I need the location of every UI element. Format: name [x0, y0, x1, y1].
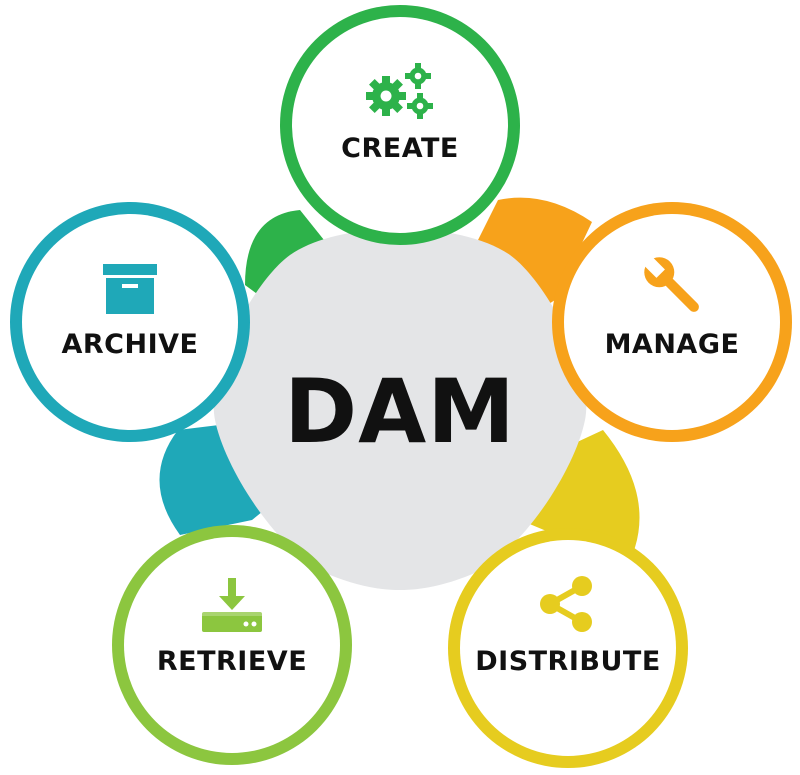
node-manage-face [564, 214, 780, 430]
node-archive: ARCHIVE [10, 202, 250, 442]
node-distribute: DISTRIBUTE [448, 528, 688, 768]
node-create-face [292, 17, 508, 233]
node-create: CREATE [280, 5, 520, 245]
wrench-icon [640, 253, 699, 312]
node-archive-face [22, 214, 238, 430]
node-manage-label: MANAGE [605, 329, 740, 360]
share-icon [540, 576, 592, 632]
node-archive-label: ARCHIVE [62, 329, 199, 360]
node-create-label: CREATE [341, 133, 459, 164]
download-icon [202, 578, 262, 632]
gears-icon [366, 63, 433, 119]
node-retrieve: RETRIEVE [112, 525, 352, 765]
center-shape [213, 228, 587, 590]
node-distribute-face [460, 540, 676, 756]
node-distribute-label: DISTRIBUTE [475, 646, 661, 677]
node-manage: MANAGE [552, 202, 792, 442]
center-label: DAM [284, 360, 516, 463]
node-retrieve-label: RETRIEVE [157, 646, 307, 677]
archive-box-icon [103, 264, 157, 314]
node-retrieve-face [124, 537, 340, 753]
